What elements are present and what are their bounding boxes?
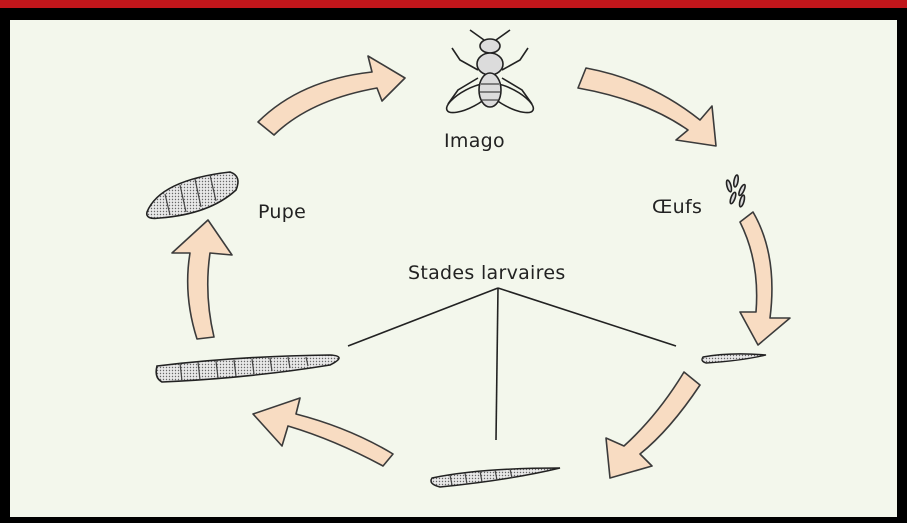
label-pupe: Pupe: [258, 201, 306, 223]
leader-line-larva-1: [498, 288, 676, 346]
leader-line-larva-2: [496, 288, 498, 440]
label-imago: Imago: [444, 130, 505, 152]
arrow-larva2-to-larva3: [253, 398, 393, 466]
label-oeufs: Œufs: [652, 196, 702, 218]
arrow-pupe-to-imago: [258, 56, 405, 135]
arrow-larva3-to-pupe: [172, 220, 232, 339]
pupa-icon: [147, 172, 238, 218]
eggs-icon: [726, 175, 747, 208]
arrow-larva1-to-larva2: [606, 372, 700, 478]
fly-icon: [443, 30, 537, 118]
arrow-imago-to-oeufs: [578, 68, 716, 146]
larva-stage-3-icon: [156, 355, 339, 382]
larva-stage-2-icon: [431, 468, 560, 487]
leader-line-larva-3: [348, 288, 498, 346]
larva-stage-1-icon: [702, 354, 766, 363]
label-stades-larvaires: Stades larvaires: [408, 262, 566, 284]
arrow-oeufs-to-larva1: [740, 212, 790, 345]
